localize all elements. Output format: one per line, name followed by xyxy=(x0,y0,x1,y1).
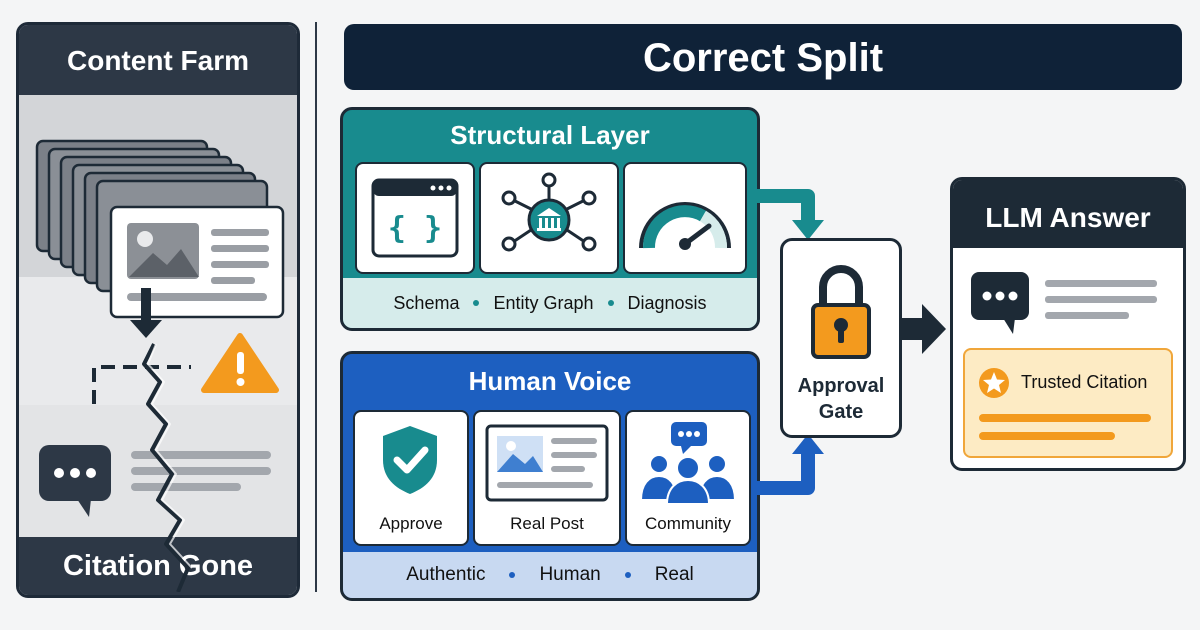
tag-authentic: Authentic xyxy=(406,564,486,585)
entity-graph-icon xyxy=(501,172,597,252)
citation-card xyxy=(19,405,297,537)
approval-gate-line1: Approval xyxy=(797,375,885,397)
svg-text:{ }: { } xyxy=(388,211,442,246)
content-farm-panel: Content Farm xyxy=(16,22,300,598)
citation-gone-label: Citation Gone xyxy=(62,550,254,582)
teal-arrow-icon xyxy=(756,189,824,240)
schema-card: { } xyxy=(355,162,475,274)
diagnosis-card xyxy=(623,162,747,274)
gauge-icon xyxy=(639,202,731,250)
llm-answer-panel: LLM Answer Trusted Citation xyxy=(950,177,1186,471)
content-farm-title: Content Farm xyxy=(67,45,249,76)
citation-lines xyxy=(979,414,1151,440)
trusted-citation-label: Trusted Citation xyxy=(1021,372,1148,392)
tag-real: Real xyxy=(654,564,694,585)
human-voice-tags: Authentic Human Real xyxy=(343,552,757,598)
community-icon xyxy=(639,422,737,504)
real-post-card: Real Post xyxy=(473,410,621,546)
right-arrow-icon xyxy=(898,304,946,354)
entity-graph-card xyxy=(479,162,619,274)
warning-triangle-icon xyxy=(201,333,279,393)
community-label: Community xyxy=(645,514,731,533)
human-voice-title: Human Voice xyxy=(468,366,632,396)
padlock-icon xyxy=(811,265,871,359)
community-card: Community xyxy=(625,410,751,546)
image-placeholder-icon xyxy=(127,223,199,279)
chat-bubble-icon xyxy=(971,272,1029,334)
tag-entity-graph: Entity Graph xyxy=(493,292,594,313)
post-image-icon xyxy=(485,424,609,502)
approval-gate: Approval Gate xyxy=(780,238,902,438)
chat-bubble-icon xyxy=(39,445,111,517)
llm-answer-body xyxy=(971,272,1157,334)
approval-gate-label: Approval Gate xyxy=(783,373,899,425)
llm-answer-title: LLM Answer xyxy=(985,202,1151,233)
tag-human: Human xyxy=(539,564,601,585)
human-voice-panel: Human Voice Approve Real Post xyxy=(340,351,760,601)
tag-schema: Schema xyxy=(393,292,460,313)
content-farm-header: Content Farm xyxy=(19,25,297,95)
trusted-citation-card: Trusted Citation xyxy=(963,348,1173,458)
tag-diagnosis: Diagnosis xyxy=(627,292,707,313)
separator-dot xyxy=(607,300,614,306)
separator-dot xyxy=(473,300,480,306)
stacked-pages-icon xyxy=(35,139,285,319)
structural-tags: Schema Entity Graph Diagnosis xyxy=(343,278,757,328)
approval-gate-line2: Gate xyxy=(818,401,864,423)
structural-layer-panel: Structural Layer { } xyxy=(340,107,760,331)
correct-split-banner: Correct Split xyxy=(344,24,1182,90)
structural-layer-title: Structural Layer xyxy=(450,120,650,150)
separator-dot xyxy=(624,572,631,578)
approve-card: Approve xyxy=(353,410,469,546)
real-post-label: Real Post xyxy=(510,514,584,533)
star-icon xyxy=(979,368,1009,398)
citation-gone-footer: Citation Gone xyxy=(19,537,297,595)
blue-arrow-icon xyxy=(756,434,824,495)
down-arrow-icon xyxy=(130,288,162,338)
llm-answer-header: LLM Answer xyxy=(953,180,1183,248)
code-braces-icon: { } xyxy=(371,178,459,258)
correct-split-title: Correct Split xyxy=(642,36,884,80)
approve-label: Approve xyxy=(379,514,443,533)
crack-line xyxy=(142,343,190,592)
separator-dot xyxy=(509,572,516,578)
broken-link-diagram xyxy=(92,288,279,592)
section-divider xyxy=(315,22,317,592)
shield-check-icon xyxy=(383,426,437,494)
